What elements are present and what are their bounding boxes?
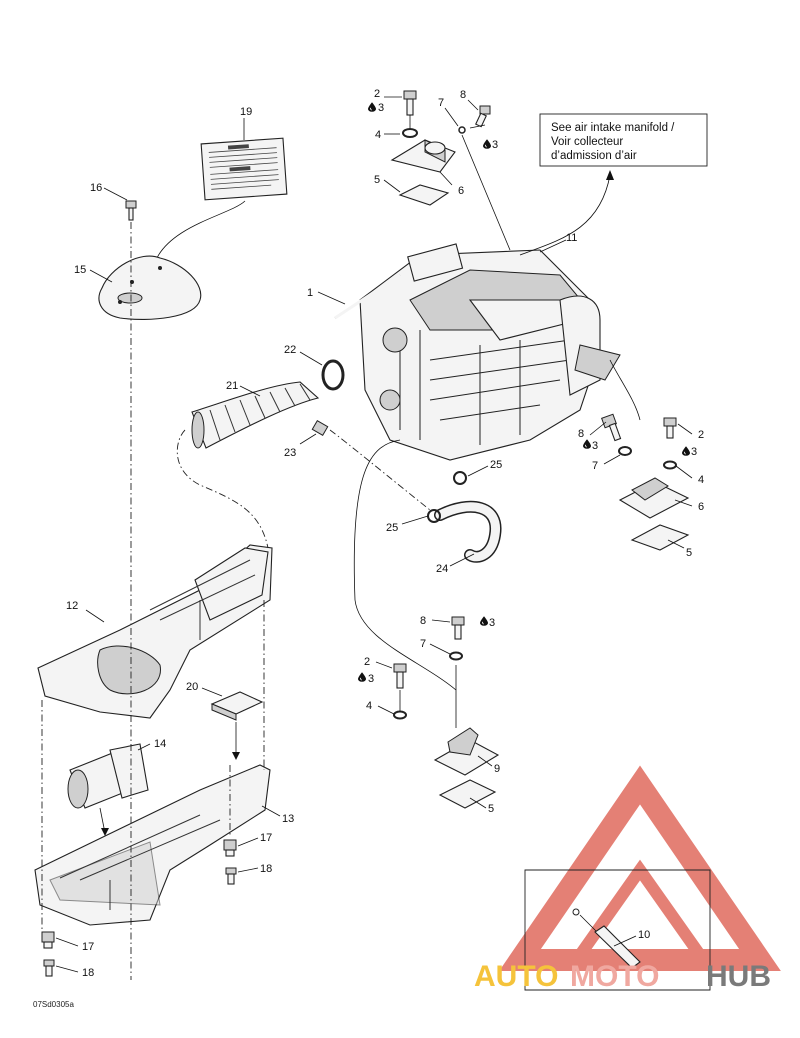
callout-2: 2 [698,429,704,441]
callout-7: 7 [438,97,444,109]
screw-16 [125,200,137,221]
leader-lines [55,96,693,973]
screw-18-lower [43,959,55,977]
callout-13: 13 [282,813,294,825]
oil-drop-icon [583,439,591,449]
callout-3: 3 [489,617,495,629]
callout-5: 5 [374,174,380,186]
fitting-23 [311,419,329,437]
callout-3: 3 [378,102,384,114]
tube-14 [67,743,149,836]
callout-4: 4 [366,700,372,712]
hose-24 [427,471,502,563]
callout-5: 5 [686,547,692,559]
callout-4: 4 [698,474,704,486]
callout-3: 3 [492,139,498,151]
intake-box-12 [37,544,273,719]
nut-17-upper [223,839,237,857]
callout-14: 14 [154,738,166,750]
note-line-3: d’admission d’air [551,150,637,162]
oil-drop-icon [368,102,376,112]
watermark-moto: MOTO [570,960,659,993]
callout-21: 21 [226,380,238,392]
oil-drop-icon [358,672,366,682]
callout-12: 12 [66,600,78,612]
watermark-hub: HUB [706,960,771,993]
note-line-2: Voir collecteur [551,136,623,148]
callout-3: 3 [691,446,697,458]
cover-15 [98,255,202,320]
watermark-auto: AUTO [474,960,558,993]
callout-8: 8 [578,428,584,440]
callout-16: 16 [90,182,102,194]
callout-19: 19 [240,106,252,118]
oil-drop-icon [483,139,491,149]
callout-3: 3 [368,673,374,685]
callout-7: 7 [420,638,426,650]
oil-drop-icon [480,616,488,626]
hose-21 [191,381,320,449]
engine-mount-bottom [393,616,500,809]
callout-15: 15 [74,264,86,276]
lower-box-13 [34,764,271,926]
clamp-22 [321,359,345,391]
reference-note: See air intake manifold / Voir collecteu… [539,113,708,167]
screw-18-upper [225,867,237,885]
assembly-lines [41,115,641,980]
oil-drop-icon [682,446,690,456]
callout-6: 6 [458,185,464,197]
note-line-1: See air intake manifold / [551,122,675,134]
callout-20: 20 [186,681,198,693]
cap-20 [210,691,264,760]
watermark-logo: AUTO MOTO HUB [474,960,771,993]
engine-mount-right [601,413,690,551]
callout-25: 25 [386,522,398,534]
engine-1 [334,243,621,461]
callout-4: 4 [375,129,381,141]
callout-22: 22 [284,344,296,356]
callout-8: 8 [420,615,426,627]
callout-2: 2 [374,88,380,100]
callout-2: 2 [364,656,370,668]
callout-17: 17 [82,941,94,953]
callout-labels: 19 16 15 1 22 21 23 25 25 24 11 2 3 4 5 … [66,88,704,979]
callout-18: 18 [260,863,272,875]
callout-5: 5 [488,803,494,815]
callout-17: 17 [260,832,272,844]
callout-11: 11 [566,232,577,244]
diagram-id: 07Sd0305a [33,1000,74,1009]
dipstick-inset [524,869,711,991]
callout-23: 23 [284,447,296,459]
callout-24: 24 [436,563,448,575]
callout-9: 9 [494,763,500,775]
watermark-triangle [499,765,781,971]
callout-10: 10 [638,929,650,941]
callout-8: 8 [460,89,466,101]
warning-label-19 [154,137,288,263]
callout-1: 1 [307,287,313,299]
engine-mount-top [390,90,491,206]
nut-17-lower [41,931,55,949]
callout-3: 3 [592,440,598,452]
callout-25: 25 [490,459,502,471]
callout-18: 18 [82,967,94,979]
callout-7: 7 [592,460,598,472]
callout-6: 6 [698,501,704,513]
